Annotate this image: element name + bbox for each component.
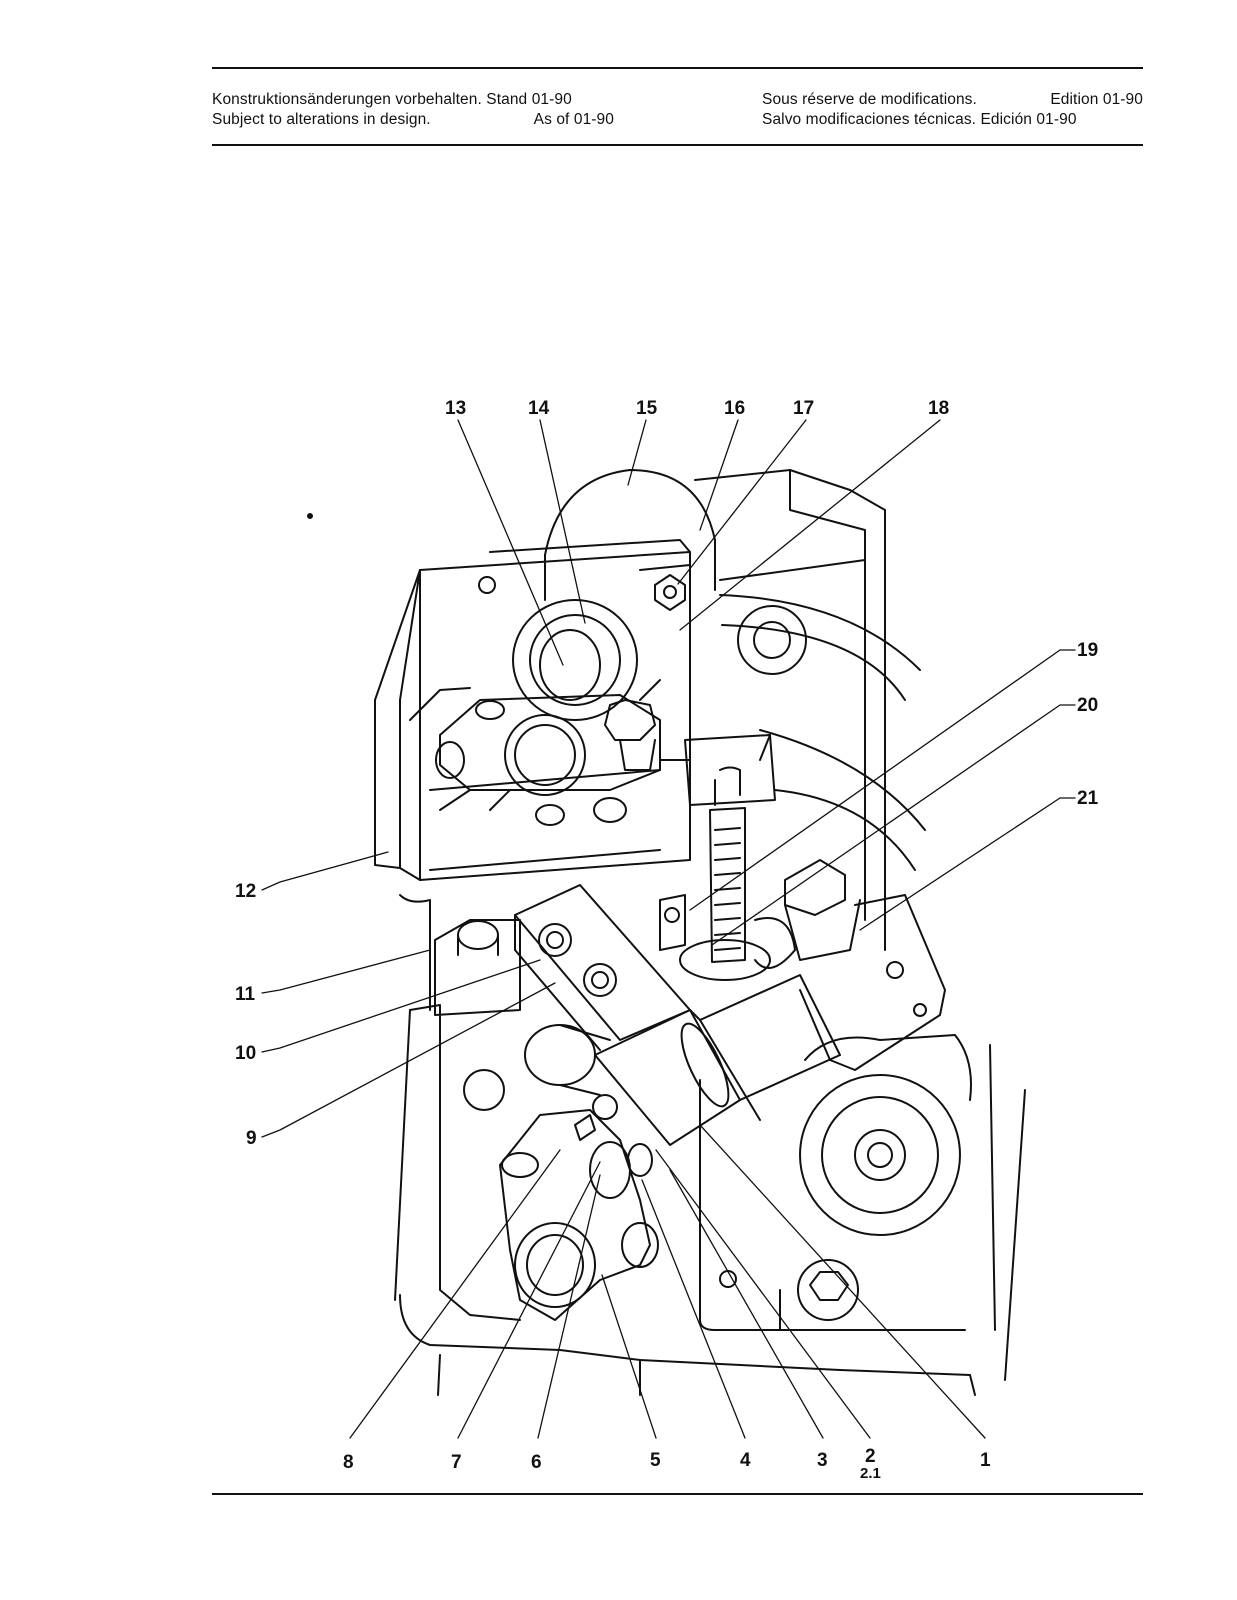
sensor-connector: [684, 734, 776, 806]
callout-17: 17: [793, 398, 814, 419]
footer-rule: [212, 1493, 1143, 1495]
callout-1: 1: [980, 1450, 991, 1471]
pressure-valve: [754, 859, 946, 1071]
adjust-nut: [604, 574, 686, 771]
callout-13: 13: [445, 398, 466, 419]
callout-20: 20: [1077, 695, 1098, 716]
callout-leaders: [261, 419, 1076, 1439]
callout-19: 19: [1077, 640, 1098, 661]
callout-12: 12: [235, 881, 256, 902]
callout-4: 4: [740, 1450, 751, 1471]
pivot-block: [514, 884, 691, 1051]
hex-bolt: [797, 1259, 859, 1321]
rear-bracket: [694, 469, 926, 951]
header-right-line1-text: Sous réserve de modifications.: [762, 91, 977, 108]
header-right-block: Sous réserve de modifications. Edition 0…: [762, 90, 1143, 130]
callout-15: 15: [636, 398, 658, 419]
header-left-line2-edition: As of 01-90: [533, 111, 614, 128]
header-bottom-rule: [212, 144, 1143, 146]
support-block: [434, 919, 521, 1016]
clamp-mechanism: [499, 1094, 659, 1321]
callout-16: 16: [724, 398, 745, 419]
callout-18: 18: [928, 398, 949, 419]
rocker-lever: [435, 694, 661, 826]
callout-21: 21: [1077, 788, 1099, 809]
header-top-rule: [212, 67, 1143, 69]
tension-arm: [594, 974, 841, 1146]
callout-8: 8: [343, 1452, 354, 1473]
callout-7: 7: [451, 1452, 462, 1473]
callout-9: 9: [246, 1128, 257, 1149]
base-housing: [394, 1004, 1026, 1396]
callout-2-1: 2.1: [860, 1465, 881, 1482]
header-left-block: Konstruktionsänderungen vorbehalten. Sta…: [212, 90, 614, 130]
tension-spring: [679, 807, 771, 981]
callout-5: 5: [650, 1450, 661, 1471]
callout-11: 11: [235, 984, 256, 1005]
header-right-line2: Salvo modificaciones técnicas. Edición 0…: [762, 111, 1077, 128]
callout-2: 2: [865, 1446, 876, 1467]
header-left-line1: Konstruktionsänderungen vorbehalten. Sta…: [212, 91, 572, 108]
lower-sleeve: [524, 1024, 611, 1096]
stray-mark: [307, 513, 313, 519]
callout-10: 10: [235, 1043, 256, 1064]
header-right-line1-edition: Edition 01-90: [1050, 91, 1143, 108]
callout-14: 14: [528, 398, 550, 419]
callout-3: 3: [817, 1450, 828, 1471]
mounting-frame: [374, 539, 691, 1011]
callout-labels: 13 14 15 16 17 18 19 20 21 12 11 10 9 8 …: [235, 398, 1099, 1482]
header-left-line2-text: Subject to alterations in design.: [212, 111, 431, 128]
roller-wheel: [799, 1034, 972, 1236]
callout-6: 6: [531, 1452, 542, 1473]
